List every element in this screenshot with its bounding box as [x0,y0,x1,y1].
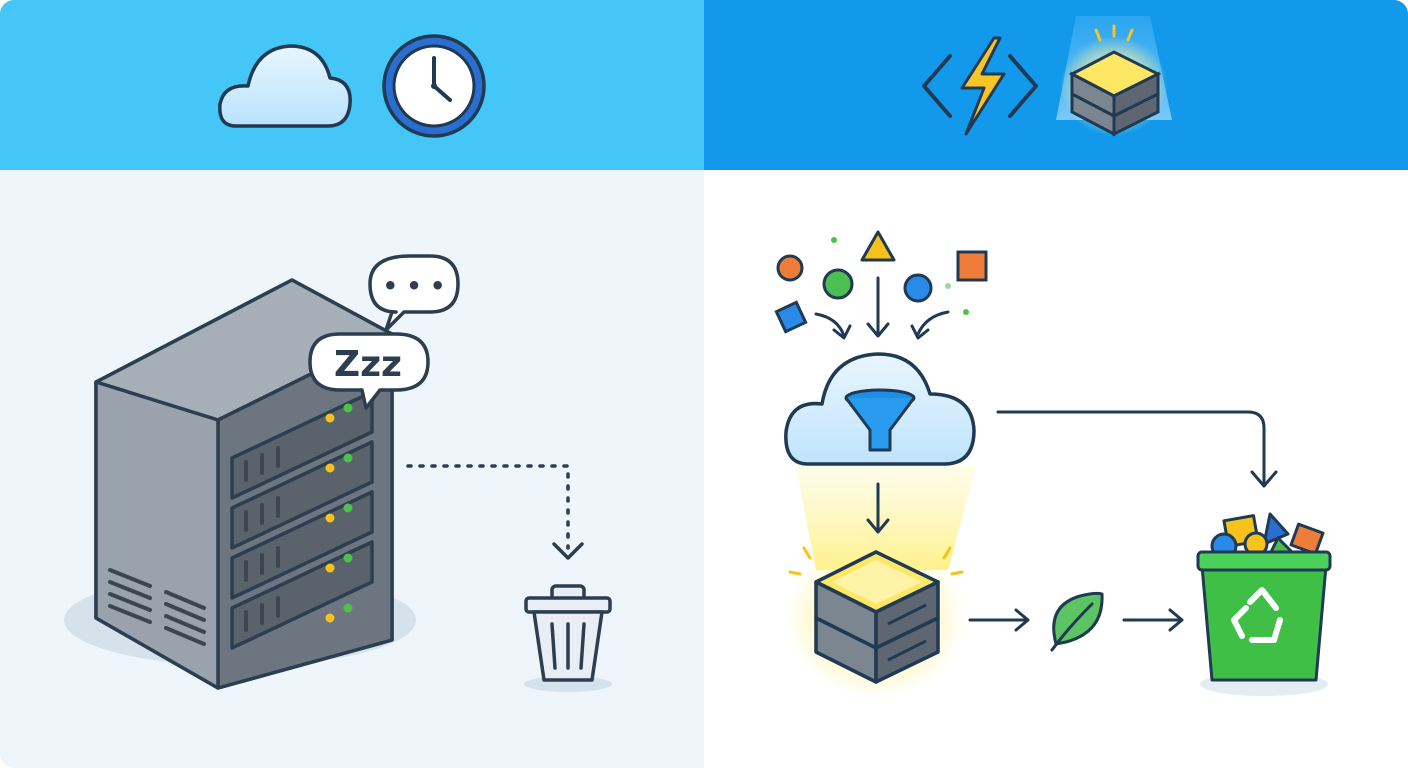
cloud-icon [218,44,352,128]
sparkle-dots [831,237,969,315]
glow-beam [796,466,976,570]
clock-icon [382,34,486,138]
right-illustration [774,16,1332,698]
inbound-arrows [814,276,950,340]
speech-bubble-icon: • • • [368,254,460,332]
header-glowing-server-icon [1056,16,1172,137]
left-panel-idle-server: • • • Zzz [0,0,704,768]
leaf-to-bin-arrow [1122,608,1184,632]
data-shapes [774,230,988,334]
server-sparkles [788,546,964,576]
orange-square-shape [956,250,988,282]
right-panel-serverless-flow [704,0,1408,768]
leaf-icon [1050,591,1104,652]
left-illustration: • • • Zzz [64,34,612,692]
orange-circle-shape [776,254,804,282]
recycle-symbol-icon [1231,587,1283,643]
server-vents [108,446,280,646]
sleep-text: Zzz [334,344,402,385]
sleep-bubble-icon: Zzz [308,332,430,410]
recycle-bin-icon [1196,512,1332,696]
code-lightning-icon [922,36,1038,136]
blue-diamond-shape [774,300,808,334]
server-status-leds [325,403,353,623]
trash-can-icon [524,584,612,692]
server-to-leaf-arrow [968,608,1030,632]
green-circle-shape [822,268,854,300]
filter-cloud-icon [784,352,976,466]
active-server-icon [814,550,940,684]
blue-circle-shape [903,273,933,303]
cloud-to-bin-arrow [996,410,1278,488]
dotted-arrow [406,464,584,560]
speech-dots: • • • [383,272,446,300]
left-header-bar [0,0,704,170]
yellow-triangle-shape [860,230,896,262]
right-header-bar [704,0,1408,170]
cloud-to-server-arrow [866,482,890,534]
funnel-icon [844,388,916,452]
